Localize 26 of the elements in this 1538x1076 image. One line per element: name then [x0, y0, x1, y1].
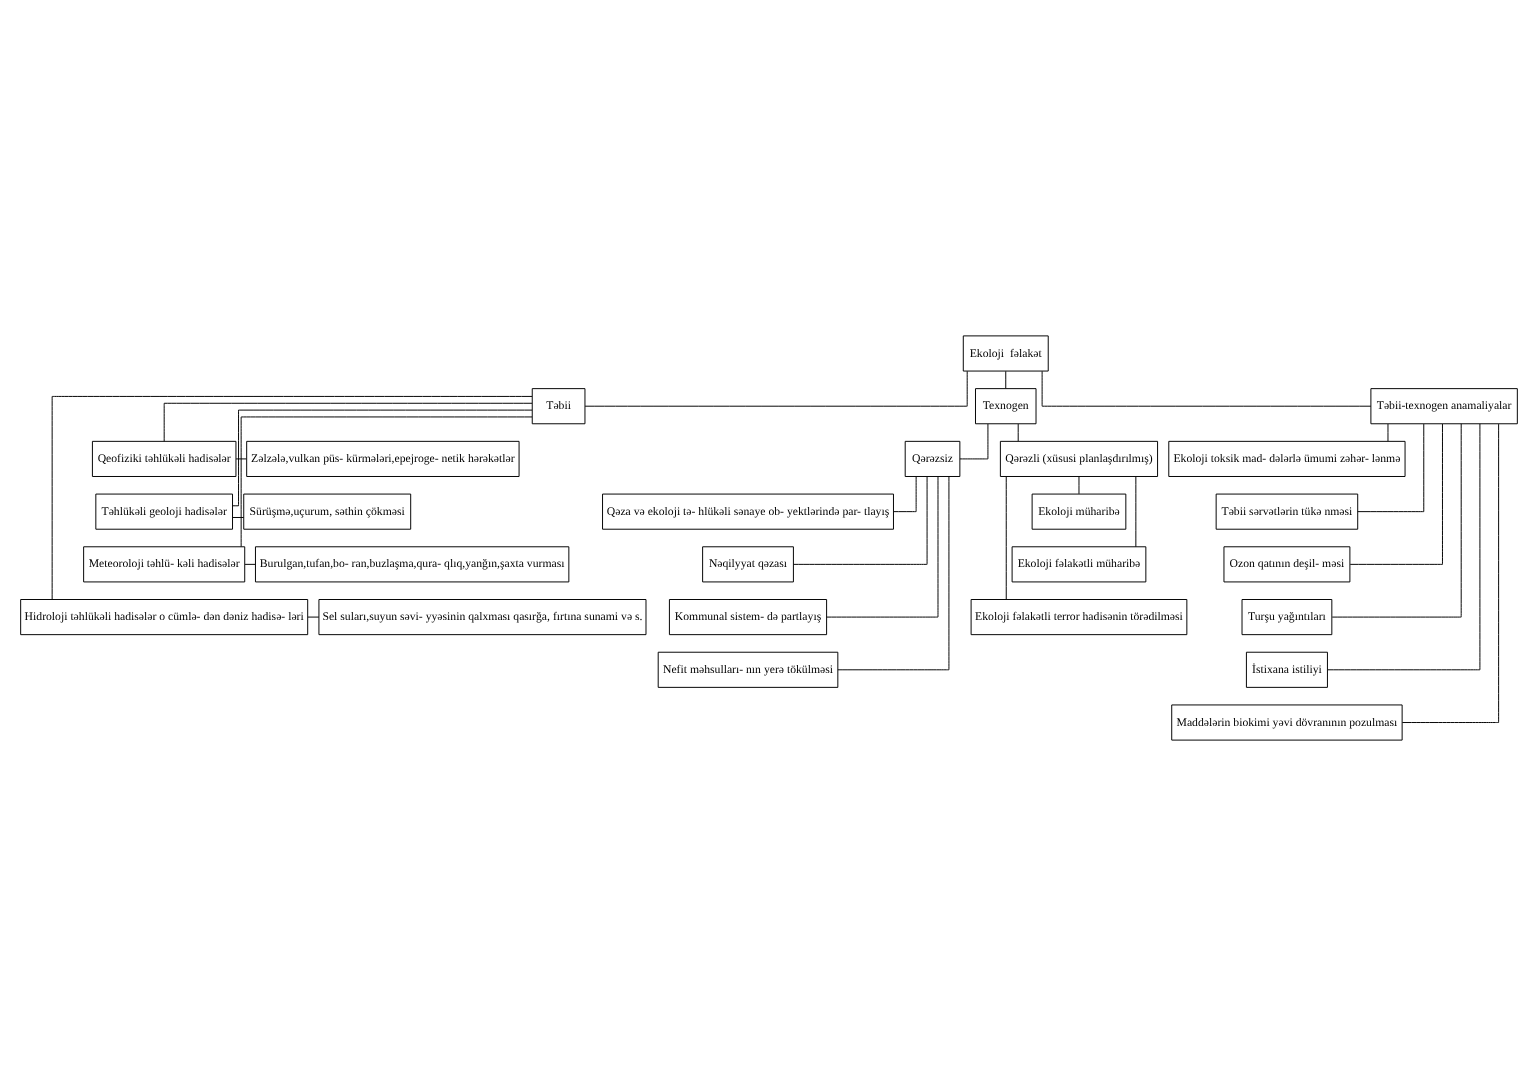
connector [1387, 423, 1389, 442]
connector [1005, 370, 1007, 389]
connector [232, 409, 533, 507]
connector [1331, 423, 1462, 618]
connector [1135, 476, 1137, 548]
connector [793, 476, 928, 565]
connector [51, 395, 533, 600]
connector [163, 402, 533, 442]
connector [1041, 370, 1372, 407]
connector [232, 517, 245, 518]
connector [584, 370, 968, 407]
connector [235, 458, 247, 460]
connector [1078, 476, 1080, 495]
connector [893, 476, 917, 513]
connector [1017, 423, 1019, 442]
connector [1401, 423, 1500, 723]
connector [837, 476, 950, 671]
connector [826, 476, 939, 618]
connector [307, 616, 320, 618]
connector [244, 563, 256, 565]
connector [1327, 423, 1481, 671]
connector [1005, 476, 1007, 600]
connector [240, 416, 533, 548]
connector [1349, 423, 1443, 565]
connector [959, 423, 989, 460]
connector [1357, 423, 1425, 513]
